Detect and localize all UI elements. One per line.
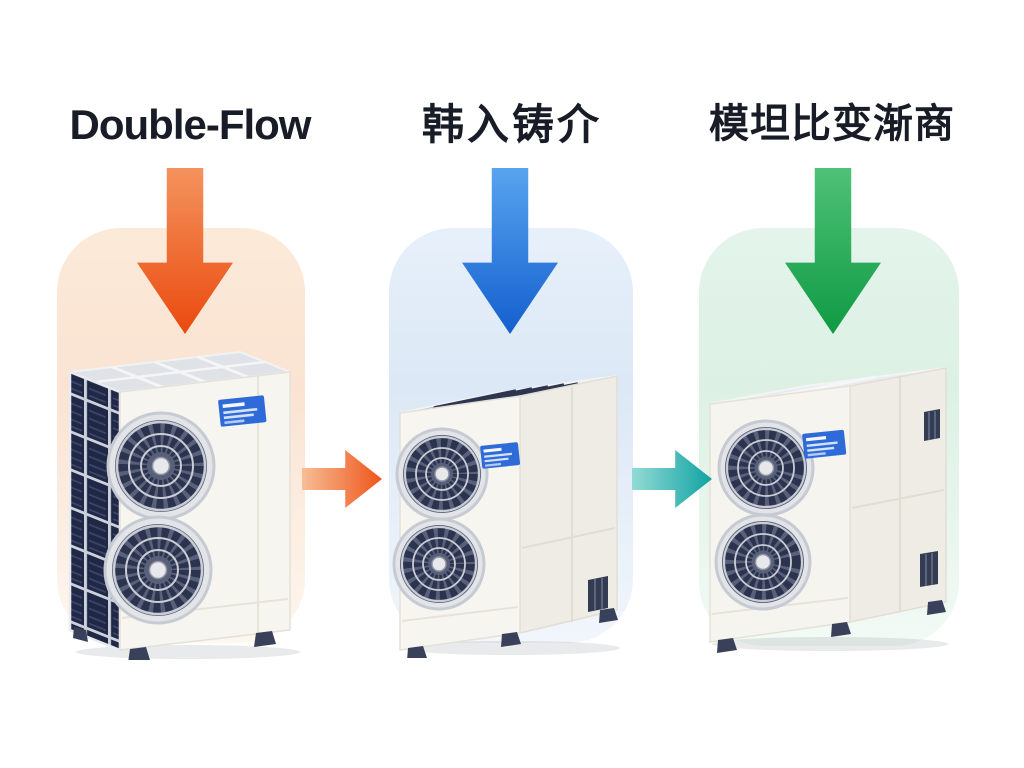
stage-3-label: 模坦比变渐商	[709, 102, 955, 146]
brand-sticker	[802, 429, 847, 459]
unit-feet	[407, 608, 618, 658]
unit-louver-side	[68, 370, 122, 652]
unit-side-face	[519, 375, 618, 634]
side-vent	[588, 576, 608, 612]
outdoor-unit-3	[700, 367, 948, 653]
brand-sticker	[480, 442, 520, 469]
flow-arrow-1-icon	[302, 450, 382, 508]
outdoor-unit-1	[68, 350, 300, 660]
outdoor-unit-2	[392, 375, 620, 658]
unit-shadow	[712, 637, 948, 651]
side-vent-bottom	[920, 551, 938, 587]
brand-sticker	[218, 395, 267, 427]
unit-feet	[717, 600, 946, 653]
stage-2-label: 韩入铸介	[421, 101, 602, 148]
unit-feet	[73, 627, 276, 660]
unit-shadow	[400, 641, 620, 655]
unit-side-face	[849, 367, 947, 623]
side-vent-top	[924, 409, 940, 441]
stage-1-label: Double-Flow	[69, 101, 312, 148]
